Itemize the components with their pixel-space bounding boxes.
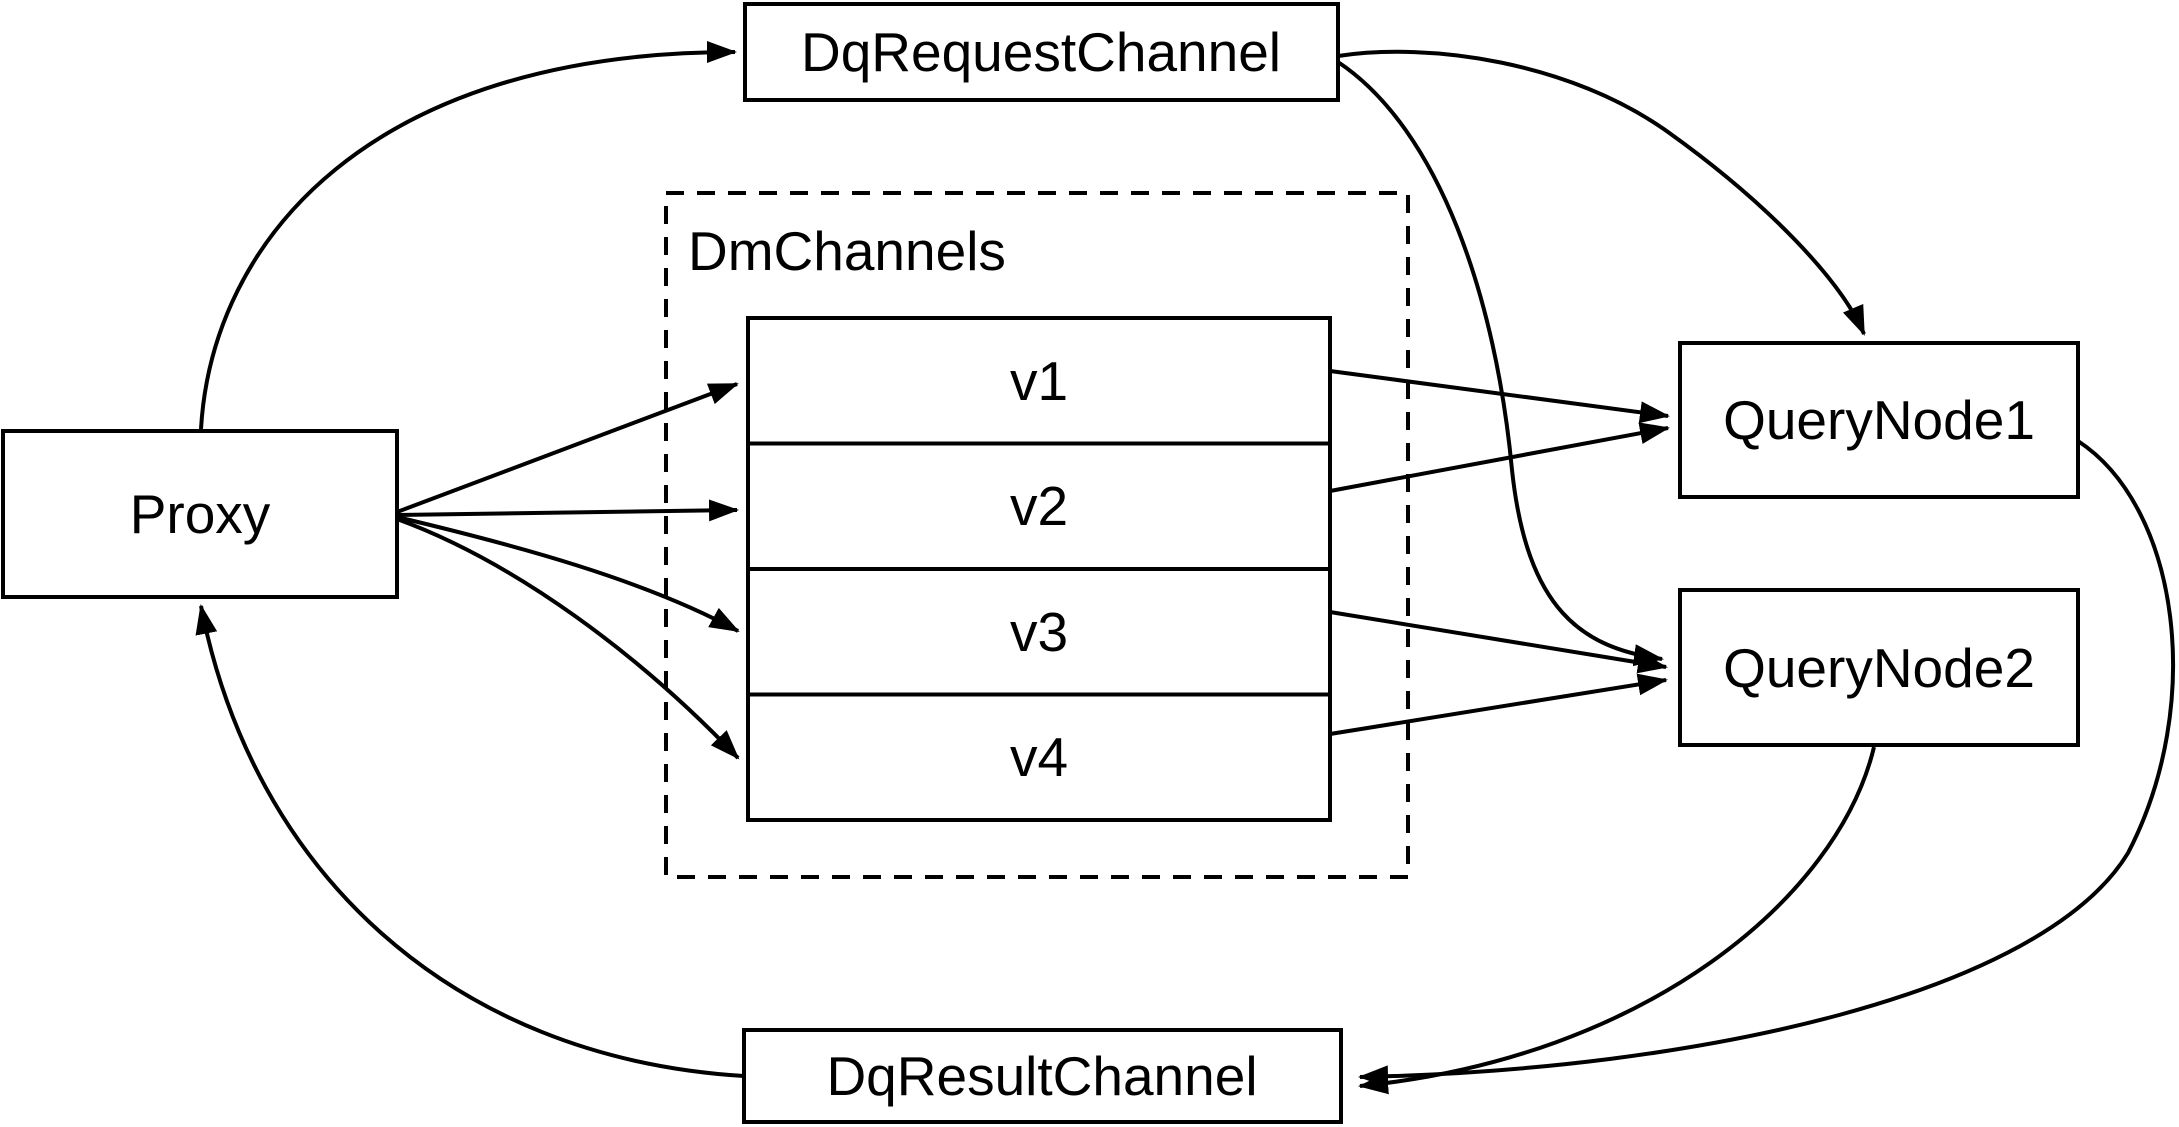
channel-table: v1 v2 v3 v4 — [746, 316, 1332, 822]
channel-row-v2: v2 — [1010, 475, 1068, 537]
dqresultchannel-box — [742, 1028, 1343, 1124]
node-querynode1: QueryNode1 — [1678, 341, 2080, 499]
node-dqrequestchannel: DqRequestChannel — [743, 2, 1340, 102]
edge-dqresultchannel-to-proxy — [195, 604, 745, 1078]
proxy-label: Proxy — [130, 483, 271, 545]
edge-proxy-to-dqrequestchannel — [199, 41, 737, 430]
edge-proxy-to-v1 — [396, 382, 739, 514]
edge-dqrequestchannel-to-querynode1 — [1337, 49, 1866, 336]
edge-proxy-to-v3 — [396, 515, 740, 633]
edge-querynode2-to-dqresultchannel — [1358, 746, 1876, 1095]
node-querynode2: QueryNode2 — [1678, 588, 2080, 747]
group-dmchannels: DmChannels v1 v2 v3 v4 — [664, 191, 1410, 879]
querynode2-box — [1678, 588, 2080, 747]
edge-proxy-to-v4 — [396, 517, 740, 760]
edge-proxy-to-v2 — [396, 499, 739, 522]
edge-v3-to-querynode2 — [1329, 610, 1668, 674]
edge-v2-to-querynode1 — [1329, 422, 1670, 493]
querynode1-box — [1678, 341, 2080, 499]
edge-v1-to-querynode1 — [1329, 369, 1670, 424]
edge-v4-to-querynode2 — [1329, 673, 1668, 736]
channel-row-v3: v3 — [1010, 601, 1068, 663]
proxy-box — [1, 429, 399, 599]
dqresultchannel-label: DqResultChannel — [826, 1045, 1257, 1107]
channel-row-v1: v1 — [1010, 350, 1068, 412]
dmchannels-group-label: DmChannels — [688, 220, 1006, 282]
edges — [195, 41, 2176, 1095]
querynode2-label: QueryNode2 — [1723, 637, 2035, 699]
dqrequestchannel-label: DqRequestChannel — [801, 21, 1281, 83]
node-dqresultchannel: DqResultChannel — [742, 1028, 1343, 1124]
channel-row-v4: v4 — [1010, 726, 1068, 788]
dqrequestchannel-box — [743, 2, 1340, 102]
querynode1-label: QueryNode1 — [1723, 389, 2035, 451]
node-proxy: Proxy — [1, 429, 399, 599]
edge-querynode1-to-dqresultchannel — [1358, 439, 2176, 1088]
edge-dqrequestchannel-to-querynode2 — [1336, 60, 1664, 667]
